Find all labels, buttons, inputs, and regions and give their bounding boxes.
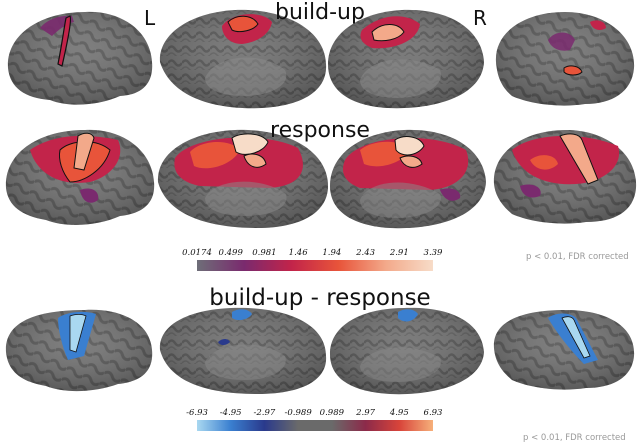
brain-diff-right-medial: [330, 307, 484, 395]
colorbar-positive: [197, 260, 433, 271]
panel-title-response: response: [270, 118, 370, 143]
colorbar-tick-label: 1.46: [288, 248, 308, 258]
colorbar-tick-label: -2.97: [253, 408, 276, 418]
activation-cluster: [563, 65, 583, 76]
colorbar-tick-label: 4.95: [389, 408, 409, 418]
activation-cluster: [190, 141, 240, 169]
colorbar-tick-label: 0.981: [252, 248, 277, 258]
colorbar-tick-label: 1.94: [322, 248, 342, 258]
colorbar-tick-label: -0.989: [284, 408, 312, 418]
colorbar-tick-label: -4.95: [219, 408, 242, 418]
activation-cluster: [399, 155, 423, 168]
colorbar-positive-ticks: 0.0174 0.499 0.981 1.46 1.94 2.43 2.91 3.39: [0, 248, 642, 260]
activation-cluster: [530, 155, 558, 170]
significance-note-bottom: p < 0.01, FDR corrected: [523, 433, 626, 443]
brain-response-left-medial: [157, 129, 328, 228]
activation-cluster: [218, 339, 230, 345]
colorbar-diverging: [197, 420, 433, 431]
brain-buildup-left-medial: [159, 9, 327, 109]
brain-response-left-lateral: [5, 129, 155, 225]
colorbar-tick-label: -6.93: [186, 408, 208, 418]
activation-cluster: [371, 24, 405, 42]
colorbar-tick-label: 2.97: [356, 408, 376, 418]
brain-buildup-right-lateral: [495, 12, 635, 106]
difference-row: [5, 307, 635, 395]
colorbar-tick-label: 0.499: [218, 248, 243, 258]
colorbar-diverging-ticks: -6.93 -4.95 -2.97 -0.989 0.989 2.97 4.95 6.93: [0, 408, 642, 420]
activation-cluster: [57, 15, 72, 67]
colorbar-tick-label: 2.43: [356, 248, 376, 258]
buildup-row: [7, 9, 635, 109]
brain-response-right-lateral: [493, 130, 637, 224]
activation-cluster: [440, 188, 461, 201]
brain-response-right-medial: [330, 129, 486, 229]
activation-cluster: [548, 32, 575, 51]
activation-cluster: [559, 133, 599, 185]
colorbar-tick-label: 3.39: [423, 248, 443, 258]
activation-cluster: [561, 316, 591, 359]
activation-cluster: [590, 20, 606, 30]
activation-cluster: [227, 15, 259, 33]
brain-diff-left-medial: [159, 307, 327, 394]
activation-cluster: [80, 188, 99, 203]
colorbar-tick-label: 2.91: [389, 248, 409, 258]
left-hemisphere-label: L: [144, 6, 156, 30]
panel-title-buildup: build-up: [275, 0, 365, 25]
panel-title-difference: build-up - response: [209, 285, 431, 311]
activation-cluster: [243, 153, 267, 168]
activation-cluster: [73, 132, 95, 171]
brain-diff-right-lateral: [493, 310, 635, 390]
colorbar-tick-label: 0.989: [319, 408, 345, 418]
activation-cluster: [520, 184, 541, 198]
brain-buildup-right-medial: [328, 9, 484, 109]
activation-cluster: [231, 133, 269, 155]
significance-note-top: p < 0.01, FDR corrected: [526, 252, 629, 262]
right-hemisphere-label: R: [473, 6, 487, 30]
colorbar-tick-label: 6.93: [423, 408, 443, 418]
brain-diff-left-lateral: [5, 309, 153, 392]
brain-buildup-left-lateral: [7, 11, 153, 105]
activation-cluster: [398, 309, 418, 322]
activation-cluster: [394, 136, 425, 156]
colorbar-tick-label: 0.0174: [182, 248, 212, 258]
activation-cluster: [69, 314, 87, 353]
response-row: [5, 129, 637, 229]
activation-cluster: [232, 309, 252, 321]
